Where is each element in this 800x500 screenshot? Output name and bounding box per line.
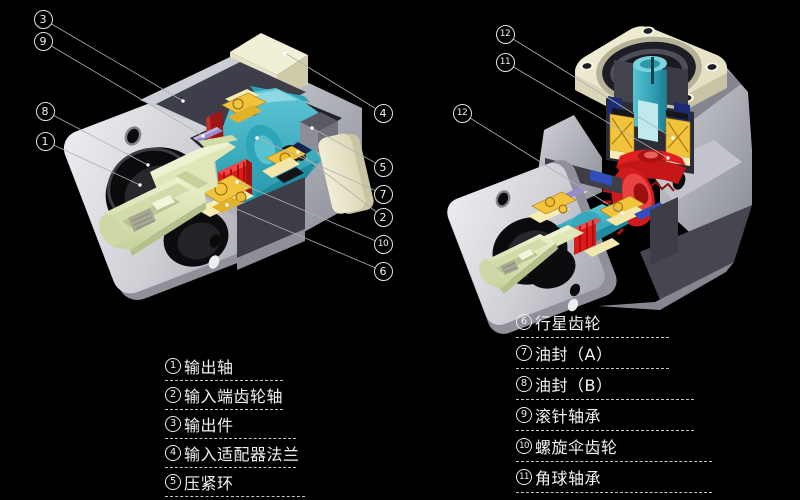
legend-number: 5 (165, 474, 181, 490)
callout-2: 2 (373, 207, 393, 227)
legend-number: 6 (516, 314, 532, 330)
callout-3: 3 (33, 9, 53, 29)
spiral-bevel-gear-crown (616, 149, 686, 192)
flange-bolt-hole (569, 283, 581, 297)
body-bottom-band (598, 262, 734, 310)
legend-number: 7 (516, 345, 532, 361)
legend-number: 10 (516, 438, 532, 454)
callout-5: 5 (373, 157, 393, 177)
housing-bottom-band (237, 229, 305, 270)
callout-6: 6 (373, 261, 393, 281)
body-shelf (648, 140, 742, 202)
callout-4: 4 (373, 103, 393, 123)
right-cream-plate (318, 133, 374, 214)
left-gearbox-illustration (63, 33, 374, 301)
legend-label: 油封（A） (535, 345, 613, 364)
right-gearbox-illustration (447, 26, 752, 334)
legend-number: 11 (516, 469, 532, 485)
legend-label: 输入适配器法兰 (184, 445, 300, 464)
flange-bolt-hole (567, 298, 579, 312)
legend-label: 螺旋伞齿轮 (535, 438, 618, 457)
output-shaft (99, 171, 208, 256)
cut-section-bottom (237, 177, 305, 258)
flange-bolt-hole (208, 255, 220, 269)
flange-bolt-hole (127, 128, 139, 144)
callout-11: 11 (495, 52, 515, 72)
callout-12: 12 (452, 103, 472, 123)
bearing-cluster-right (262, 142, 312, 183)
flange-bolt-hole (209, 234, 221, 248)
legend-label: 油封（B） (535, 376, 613, 395)
callout-8: 8 (35, 101, 55, 121)
legend-number: 2 (165, 387, 181, 403)
legend-label: 压紧环 (184, 474, 234, 493)
legend-label: 输出件 (184, 416, 234, 435)
legend-number: 3 (165, 416, 181, 432)
flange-bolt-hole (497, 192, 509, 206)
callout-7: 7 (373, 184, 393, 204)
callout-12: 12 (495, 24, 515, 44)
callout-9: 9 (33, 31, 53, 51)
legend-number: 9 (516, 407, 532, 423)
legend-number: 1 (165, 358, 181, 374)
leader-lines (42, 18, 675, 272)
callout-1: 1 (35, 131, 55, 151)
callout-10: 10 (373, 234, 393, 254)
legend-label: 角球轴承 (535, 469, 602, 488)
needle-bearing-pin (193, 127, 223, 142)
legend-label: 输出轴 (184, 358, 234, 377)
input-shaft-teal-vertical (633, 55, 667, 142)
legend-label: 行星齿轮 (535, 314, 602, 333)
legend-label: 输入端齿轮轴 (184, 387, 284, 406)
arm-blue-sliver (590, 170, 612, 186)
legend-number: 4 (165, 445, 181, 461)
bearing-cluster-upper (221, 89, 267, 123)
legend-number: 8 (516, 376, 532, 392)
legend-label: 滚针轴承 (535, 407, 602, 426)
arm-output-shaft (479, 225, 584, 294)
body-bottom-dark (640, 205, 752, 300)
